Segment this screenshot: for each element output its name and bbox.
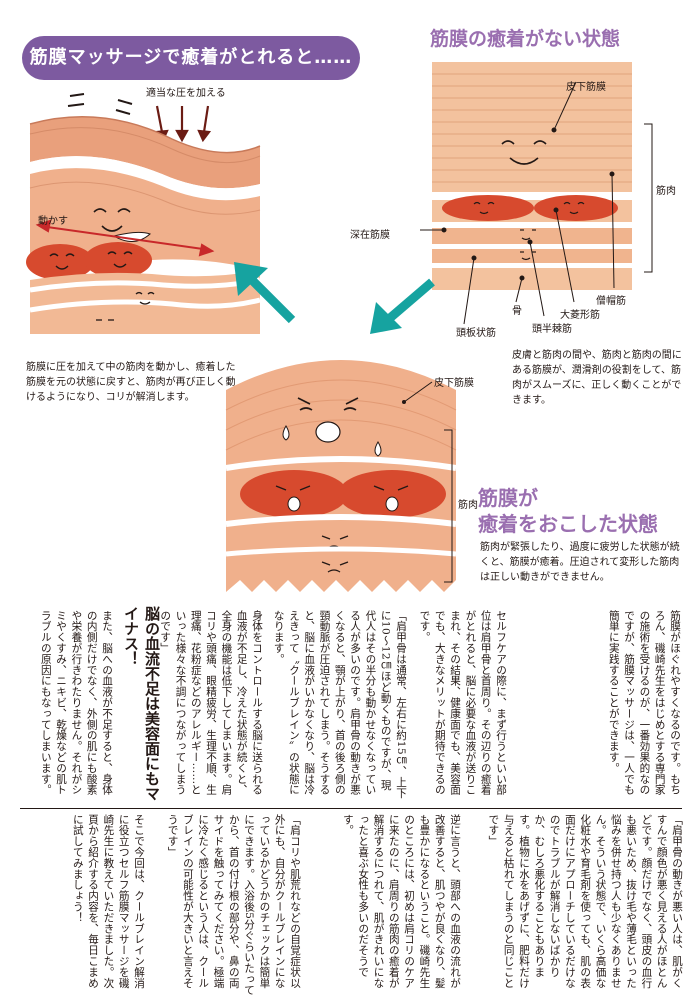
massage-caption: 筋膜に圧を加えて中の筋肉を動かし、癒着した筋膜を元の状態に戻すと、筋肉が再び正し… xyxy=(26,362,236,403)
healthy-label-skin: 皮下筋膜 xyxy=(566,82,606,93)
adhesion-title-line1: 筋膜が xyxy=(478,486,538,510)
move-label: 動かす xyxy=(38,216,68,227)
healthy-label-trapezius: 僧帽筋 xyxy=(596,296,626,307)
article-top-col-2: セルフケアの際に、まず行うといい部位は肩甲骨と首周り。その辺りの癒着がとれると、… xyxy=(418,610,507,796)
arrow-up-left-icon xyxy=(234,262,296,324)
article-top-col-3: 「肩甲骨は通常、左右に約15㎝、上下に10〜12㎝ほど動くものですが、現代人はそ… xyxy=(272,610,407,799)
article-bottom-col-1: 「肩甲骨の動きが悪い人は、肌がくすんで顔色が悪く見える人がほとんどです。顔だけで… xyxy=(487,814,683,989)
adhesion-illustration xyxy=(225,360,457,592)
article-heading: 脳の血流不足は美容面にもマイナス！ xyxy=(122,606,161,801)
press-label: 適当な圧を加える xyxy=(146,88,226,99)
adhesion-title-line2: 癒着をおこした状態 xyxy=(478,512,658,536)
motion-marks-icon xyxy=(67,93,133,115)
healthy-label-rhomboid: 大菱形筋 xyxy=(560,310,600,321)
article-bottom-col-3: 「肩コリや肌荒れなどの自覚症状以外にも、自分がクールブレインになっているかどうか… xyxy=(166,814,301,996)
adhesion-label-muscle: 筋肉 xyxy=(458,500,478,511)
healthy-label-muscle: 筋肉 xyxy=(656,186,676,197)
adhesion-label-skin: 皮下筋膜 xyxy=(434,378,474,389)
healthy-label-bone: 骨 xyxy=(512,306,522,317)
article-top-col-4: 身体をコントロールする脳に送られる血液が不足し、冷えた状態が続くと、全身の機能は… xyxy=(160,610,263,796)
article-heading-col: また、脳への血液が不足すると、身体の内側だけでなく、外側の肌にも酸素や栄養が行き… xyxy=(39,610,113,796)
article-bottom-col-2: 逆に言うと、頭部への血液の流れが改善すると、肌つやが良くなり、髪も豊かになるとい… xyxy=(341,814,461,989)
healthy-label-deep: 深在筋膜 xyxy=(350,230,390,241)
article-bottom-col-4: そこで今回は、クールブレイン解消に役立つセルフ筋膜マッサージを磯崎先生に教えてい… xyxy=(71,814,145,989)
move-arrow-icon xyxy=(35,219,215,257)
article-top-col-1: 筋膜がほぐれやすくなるのです。もちろん、磯崎先生をはじめとする専門家の施術を受け… xyxy=(607,610,681,796)
article-divider xyxy=(20,808,682,809)
healthy-label-splenius: 頭板状筋 xyxy=(456,328,496,339)
healthy-title: 筋膜の癒着がない状態 xyxy=(430,28,621,50)
healthy-caption: 皮膚と筋肉の間や、筋肉と筋肉の間にある筋膜が、潤滑剤の役割をして、筋肉がスムーズ… xyxy=(512,350,682,406)
healthy-illustration xyxy=(420,62,653,325)
massage-illustration xyxy=(26,93,261,334)
section-banner: 筋膜マッサージで癒着がとれると…… xyxy=(22,36,360,80)
arrow-down-left-icon xyxy=(370,278,435,334)
healthy-label-semispinalis: 頭半棘筋 xyxy=(532,324,572,335)
adhesion-caption: 筋肉が緊張したり、過度に疲労した状態が続くと、筋膜が癒着。圧迫されて変形した筋肉… xyxy=(480,542,680,583)
